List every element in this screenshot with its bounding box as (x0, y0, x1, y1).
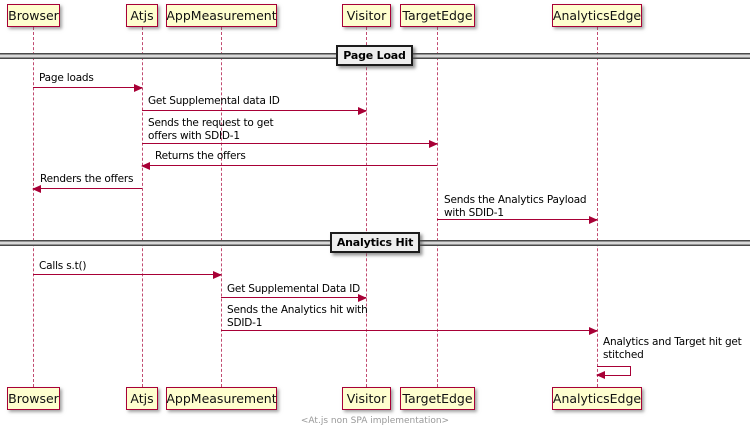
participant-bottom-appmeasurement: AppMeasurement (166, 387, 277, 410)
participant-label: Atjs (130, 8, 154, 23)
arrow-head-icon (32, 184, 41, 193)
arrow-head-icon (134, 83, 143, 92)
message-arrow-calls-st (33, 270, 222, 279)
participant-label: TargetEdge (402, 391, 473, 406)
arrow-head-icon (589, 326, 598, 335)
participant-top-visitor: Visitor (342, 4, 391, 27)
message-arrow-get-sdid (142, 106, 367, 115)
arrow-head-icon (141, 161, 150, 170)
message-label-returns-offers: Returns the offers (155, 150, 246, 162)
lifeline-browser (33, 27, 34, 387)
message-label-get-sdid: Get Supplemental data ID (148, 95, 280, 107)
participant-label: Visitor (346, 8, 387, 23)
participant-label: AppMeasurement (166, 391, 277, 406)
participant-top-analyticsedge: AnalyticsEdge (552, 4, 642, 27)
divider-label-page-load: Page Load (336, 45, 413, 66)
participant-label: Browser (8, 8, 59, 23)
message-arrow-returns-offers (141, 161, 437, 170)
message-label-renders-offers: Renders the offers (40, 173, 134, 185)
lifeline-atjs (142, 27, 143, 387)
message-label-page-loads: Page loads (39, 72, 94, 84)
message-arrow-renders-offers (32, 184, 142, 193)
message-arrow-request-offers (142, 139, 438, 148)
participant-label: AnalyticsEdge (552, 8, 642, 23)
lifeline-appmeasurement (221, 27, 222, 387)
lifeline-targetedge (437, 27, 438, 387)
participant-bottom-targetedge: TargetEdge (400, 387, 475, 410)
arrow-head-icon (429, 139, 438, 148)
diagram-footer: <At.js non SPA implementation> (300, 416, 450, 426)
divider-text: Page Load (343, 49, 406, 62)
arrow-head-icon (596, 371, 605, 379)
participant-bottom-visitor: Visitor (342, 387, 391, 410)
message-arrow-page-loads (33, 83, 143, 92)
lifeline-analyticsedge (597, 27, 598, 387)
message-label-calls-st: Calls s.t() (39, 260, 87, 272)
participant-label: Browser (8, 391, 59, 406)
participant-label: Atjs (130, 391, 154, 406)
arrow-head-icon (358, 106, 367, 115)
participant-label: TargetEdge (402, 8, 473, 23)
participant-top-browser: Browser (7, 4, 60, 27)
arrow-head-icon (213, 270, 222, 279)
divider-label-analytics-hit: Analytics Hit (330, 232, 420, 253)
participant-top-atjs: Atjs (126, 4, 158, 27)
participant-label: AnalyticsEdge (552, 391, 642, 406)
participant-bottom-atjs: Atjs (126, 387, 158, 410)
participant-bottom-browser: Browser (7, 387, 60, 410)
participant-bottom-analyticsedge: AnalyticsEdge (552, 387, 642, 410)
divider-text: Analytics Hit (336, 236, 414, 249)
message-arrow-analytics-hit-msg (221, 326, 598, 335)
participant-label: Visitor (346, 391, 387, 406)
message-arrow-analytics-payload (437, 215, 598, 224)
participant-label: AppMeasurement (166, 8, 277, 23)
self-message-loop (597, 366, 631, 376)
participant-top-appmeasurement: AppMeasurement (166, 4, 277, 27)
arrow-head-icon (358, 293, 367, 302)
participant-top-targetedge: TargetEdge (400, 4, 475, 27)
lifeline-visitor (366, 27, 367, 387)
arrow-head-icon (589, 215, 598, 224)
message-label-get-sdid-2: Get Supplemental Data ID (227, 283, 361, 295)
message-arrow-get-sdid-2 (221, 293, 367, 302)
